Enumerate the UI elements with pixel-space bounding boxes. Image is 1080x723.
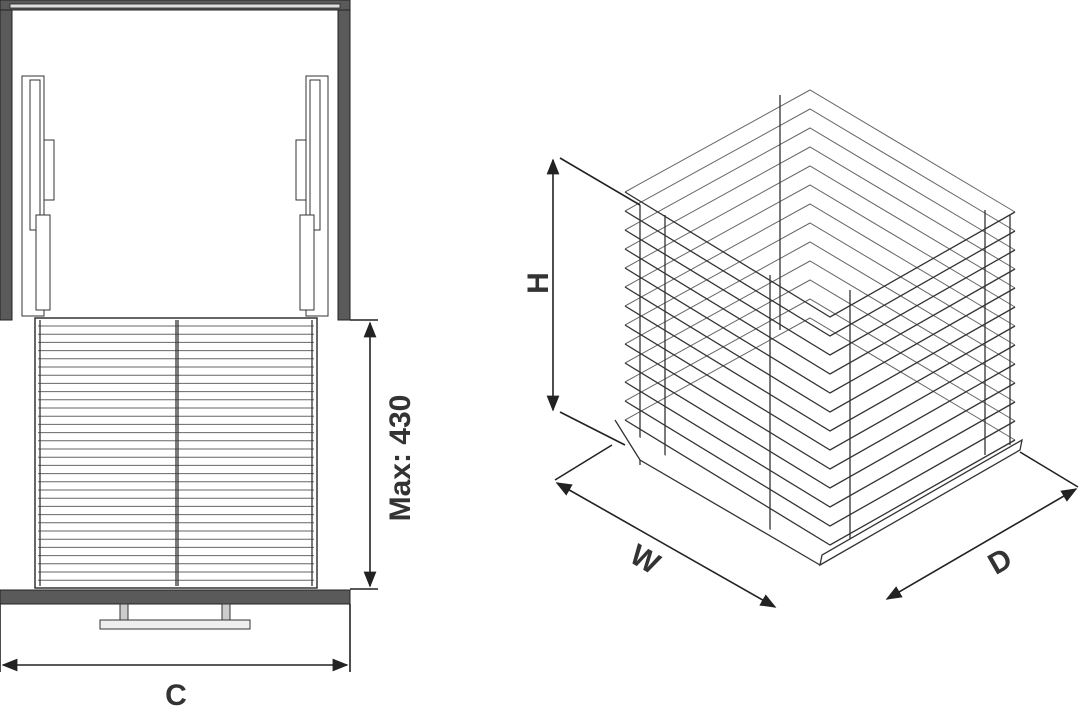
wire-back xyxy=(624,317,1016,441)
wire-loop xyxy=(624,267,1016,394)
wire-back xyxy=(624,298,1016,422)
label-d: D xyxy=(983,542,1018,581)
wire-loop xyxy=(624,419,1016,546)
cabinet-wall-left xyxy=(0,0,13,321)
wire-back xyxy=(624,203,1016,327)
cabinet-wall-right xyxy=(337,0,351,321)
dimension-line-w xyxy=(555,482,777,608)
handle-post-left xyxy=(119,603,129,623)
drawer-front xyxy=(0,589,351,605)
handle-post-right xyxy=(221,603,231,623)
dimension-line-d xyxy=(885,488,1078,600)
wire-back xyxy=(624,146,1016,270)
wire-loop xyxy=(624,248,1016,375)
wire-back xyxy=(624,184,1016,308)
wire-loop xyxy=(624,305,1016,432)
wire-back xyxy=(624,260,1016,384)
label-h: H xyxy=(522,272,555,294)
label-c: C xyxy=(165,679,187,712)
wire-loop xyxy=(624,362,1016,489)
wire-back xyxy=(624,241,1016,365)
slide-rail xyxy=(614,419,1023,567)
slide-right xyxy=(295,75,329,317)
wire-loop xyxy=(624,381,1016,508)
handle xyxy=(99,619,251,630)
wire-loop xyxy=(624,191,1016,318)
wire-back xyxy=(624,89,1016,213)
label-w: W xyxy=(624,538,666,581)
wire-loop xyxy=(624,324,1016,451)
wire-loop xyxy=(624,286,1016,413)
wire-back xyxy=(624,222,1016,346)
wire-loop xyxy=(624,210,1016,337)
wire-back xyxy=(624,127,1016,251)
top-view: C Max: 430 xyxy=(0,0,417,712)
wire-loop xyxy=(624,400,1016,527)
isometric-view: H W D xyxy=(522,89,1079,608)
slide-left xyxy=(21,75,55,317)
wire-back xyxy=(624,165,1016,289)
label-max-430: Max: 430 xyxy=(384,395,417,522)
wire-loop xyxy=(624,229,1016,356)
wire-back xyxy=(624,108,1016,232)
basket-iso-wires xyxy=(624,89,1016,546)
wire-loop xyxy=(624,343,1016,470)
wire-back xyxy=(624,279,1016,403)
basket-wires xyxy=(38,320,314,586)
